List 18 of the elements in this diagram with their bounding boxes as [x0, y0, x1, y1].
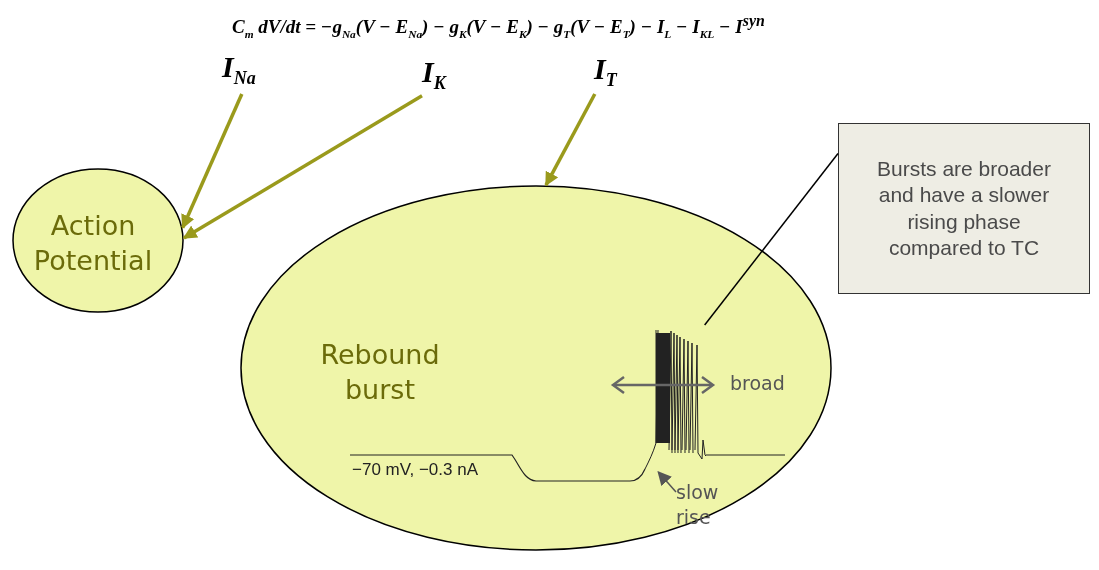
ellipse-node — [240, 185, 832, 551]
current-label: I$_{T}$ — [594, 52, 617, 91]
arrow — [181, 93, 244, 229]
arrow — [657, 470, 677, 493]
leader-line — [703, 152, 839, 326]
current-label: I$_{Na}$ — [222, 50, 256, 89]
ellipse-node — [12, 168, 184, 313]
annotation-text: broad — [730, 372, 785, 394]
current-label: I$_{K}$ — [422, 55, 446, 94]
arrow — [182, 94, 423, 240]
annotation-text: −70 mV, −0.3 nA — [352, 460, 479, 480]
equation: C$_{m}$ dV/dt = −g$_{Na}$(V − E$_{Na}$) − g$_{K}$(V − E$_{K}$) − g$_{T}$(V − E$_{T}$) − I$_{L}$ − I$_{KL}$ − I$^{syn}$ — [232, 12, 765, 41]
callout-text: Bursts are broader and have a slower rising phase compared to TC — [876, 155, 1052, 262]
node-title: Action Potential — [32, 209, 154, 279]
annotation-text: slow rise — [676, 480, 720, 530]
callout-box — [838, 123, 1090, 294]
node-title: Rebound burst — [319, 338, 441, 408]
arrow — [544, 93, 597, 187]
